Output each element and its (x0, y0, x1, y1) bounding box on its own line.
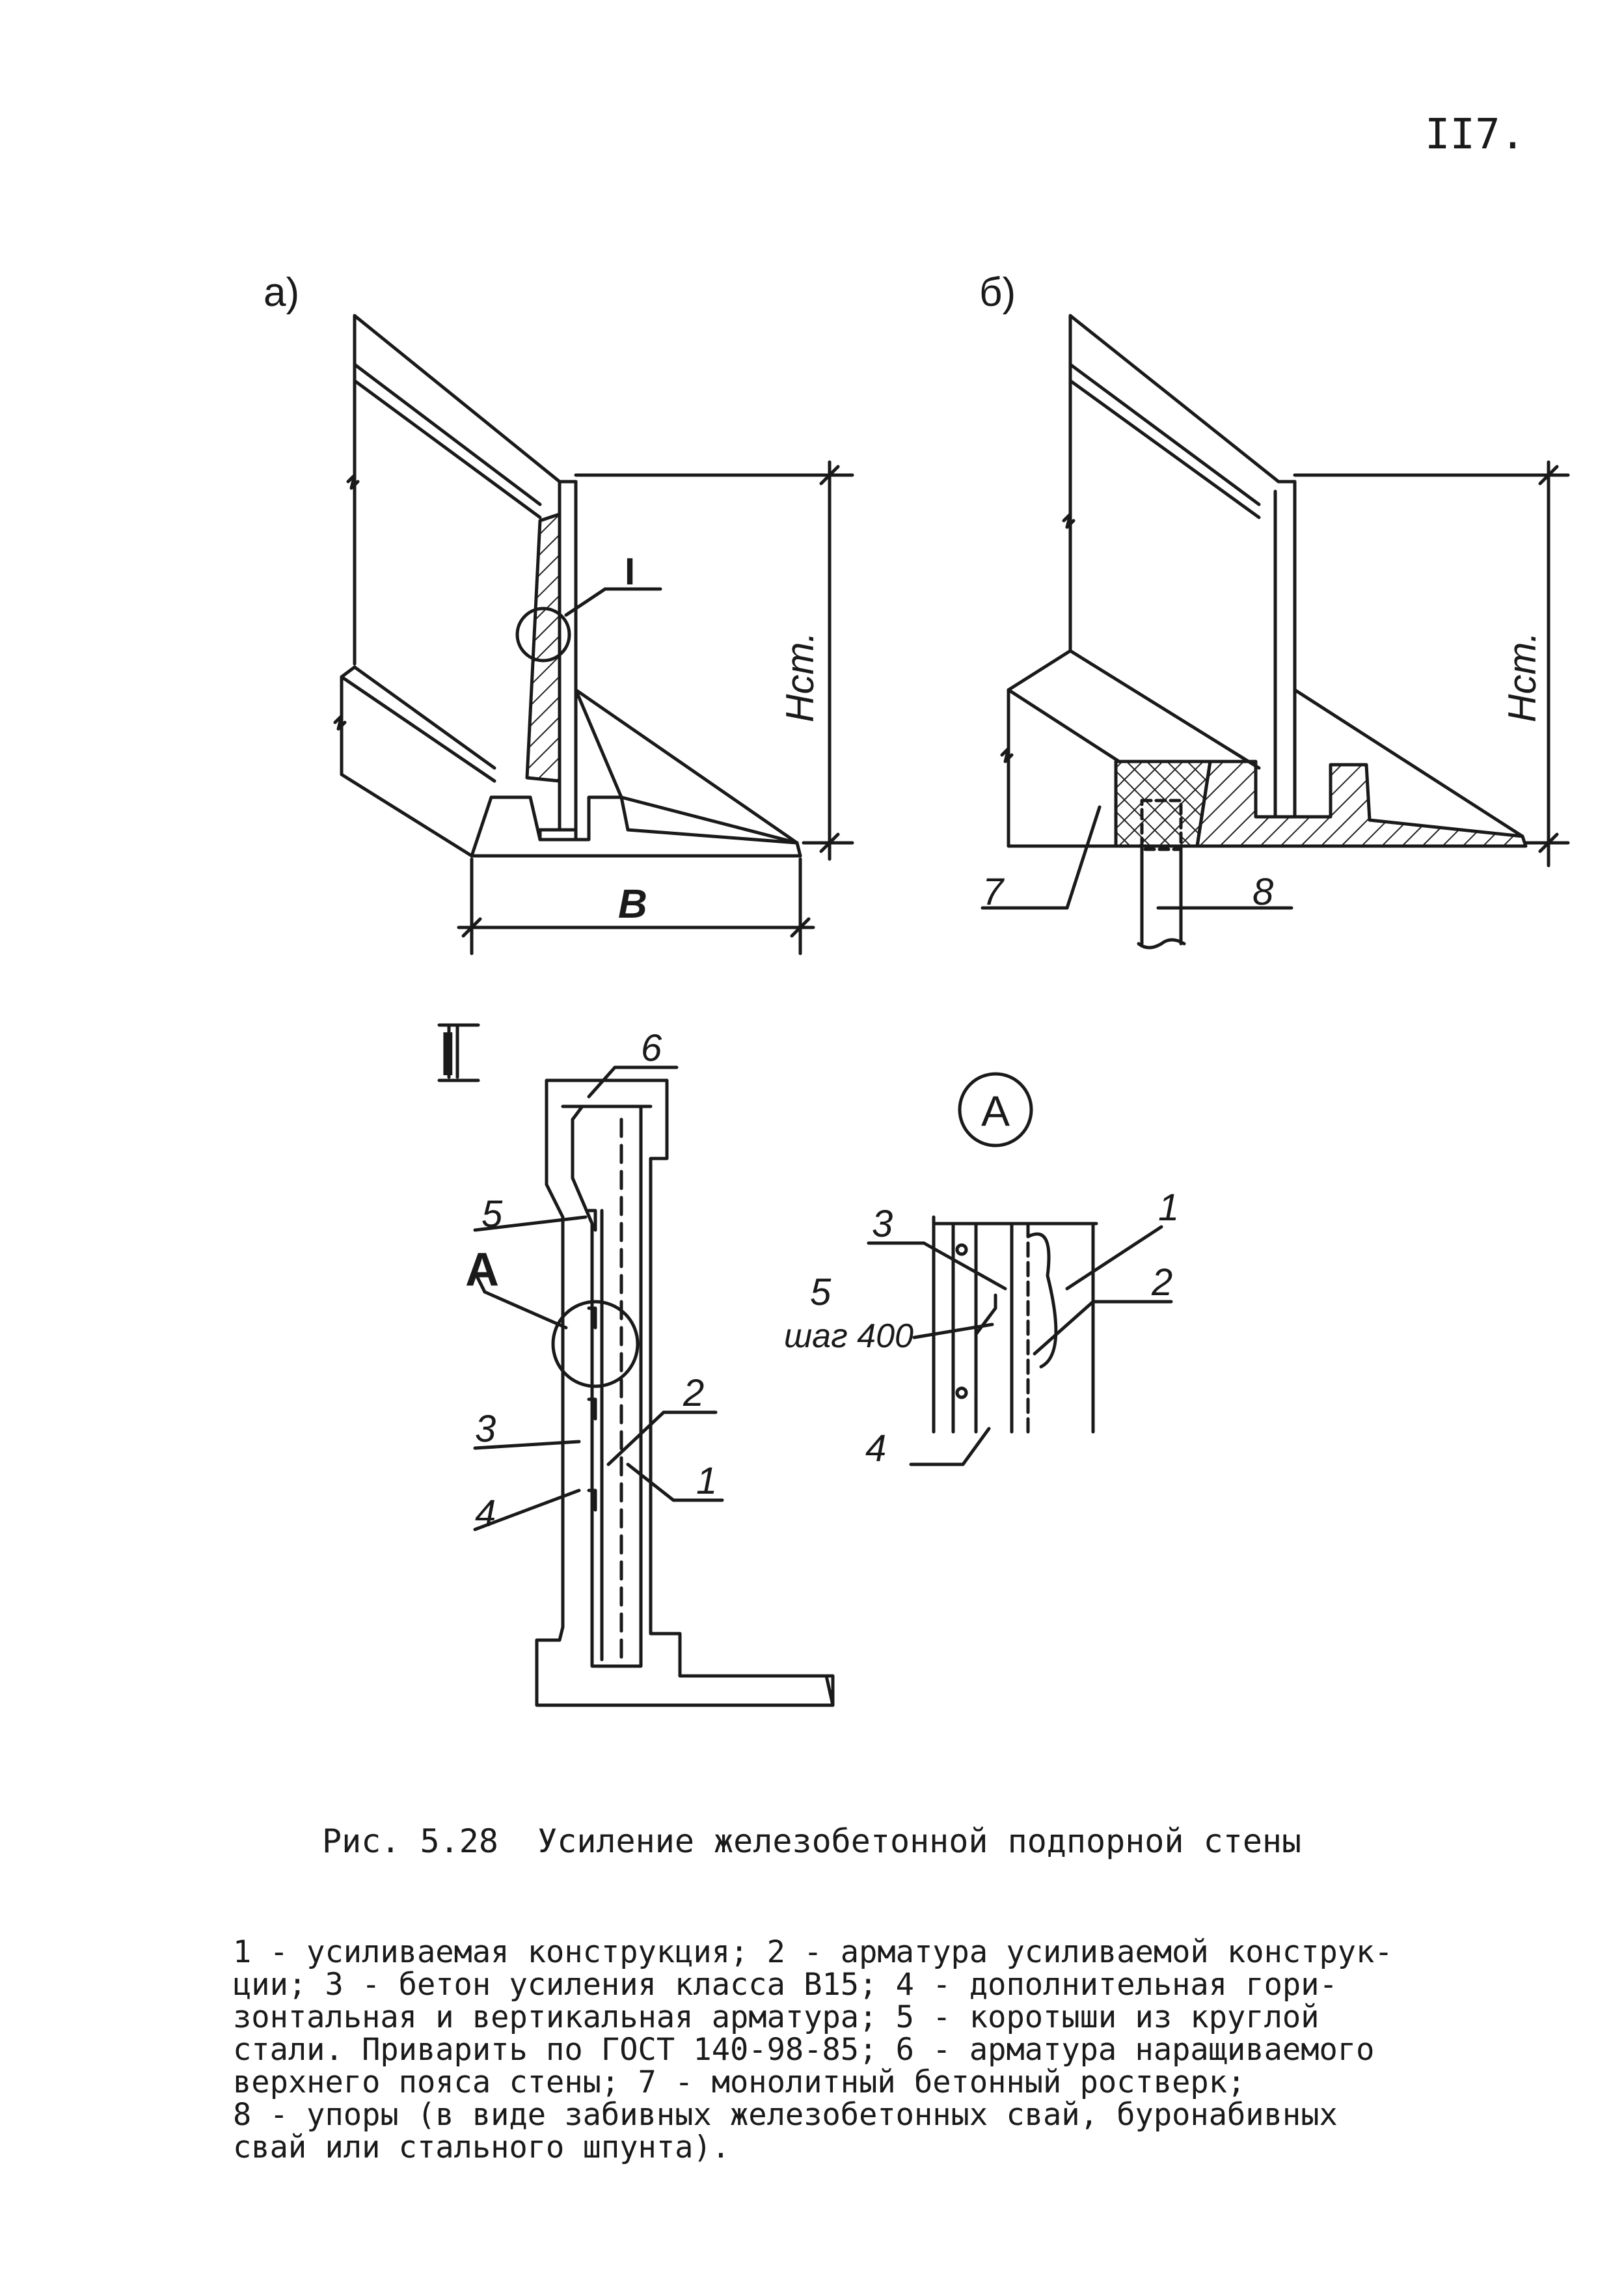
panel-b-label: б) (979, 270, 1016, 315)
callout-7: 7 (982, 871, 1005, 913)
panel-a-drawing (333, 314, 854, 955)
callout-2-detail-i: 2 (683, 1372, 704, 1414)
callout-3-detail-a: 3 (872, 1203, 893, 1245)
label-h-b: Hст. (1500, 632, 1544, 722)
step-note: шаг 400 (784, 1317, 914, 1355)
detail-i-title: I (439, 1019, 457, 1089)
callout-6-detail-i: 6 (641, 1027, 662, 1069)
legend-line: ции; 3 - бетон усиления класса В15; 4 - … (233, 1967, 1338, 2003)
callout-5-detail-a: 5 (810, 1271, 832, 1313)
callout-4-detail-a: 4 (865, 1427, 886, 1470)
legend-line: стали. Приварить по ГОСТ 140-98-85; 6 - … (233, 2032, 1375, 2068)
panel-a-label: а) (264, 270, 299, 315)
callout-4-detail-i: 4 (475, 1492, 496, 1535)
legend-line: 1 - усиливаемая конструкция; 2 - арматур… (233, 1934, 1393, 1970)
callout-3-detail-i: 3 (475, 1408, 496, 1450)
figure-legend: 1 - усиливаемая конструкция; 2 - арматур… (233, 1936, 1521, 2164)
figure-drawing: а) б) I Hст. B Hст. 7 8 I 6 5 А 2 3 1 4 … (264, 270, 1570, 1707)
panel-b-drawing (981, 314, 1570, 950)
callout-1-detail-a: 1 (1158, 1186, 1179, 1229)
callout-1-detail-i: 1 (696, 1460, 717, 1502)
legend-line: 8 - упоры (в виде забивных железобетонны… (233, 2097, 1338, 2133)
label-h-a: Hст. (778, 632, 822, 722)
page-number: II7. (1425, 111, 1526, 159)
legend-line: свай или стального шпунта). (233, 2130, 731, 2165)
figure-caption: Рис. 5.28 Усиление железобетонной подпор… (322, 1822, 1302, 1860)
detail-a-drawing (867, 1072, 1173, 1466)
detail-a-title: А (981, 1087, 1010, 1135)
label-b: B (618, 882, 647, 927)
label-circle-i: I (625, 551, 635, 593)
legend-line: зонтальная и вертикальная арматура; 5 - … (233, 1999, 1320, 2035)
detail-i-drawing (437, 1023, 835, 1707)
legend-line: верхнего пояса стены; 7 - монолитный бет… (233, 2064, 1246, 2100)
callout-8: 8 (1252, 871, 1273, 913)
callout-5-detail-i: 5 (481, 1193, 503, 1235)
label-a-detail-i: А (465, 1244, 499, 1296)
callout-2-detail-a: 2 (1151, 1261, 1172, 1304)
